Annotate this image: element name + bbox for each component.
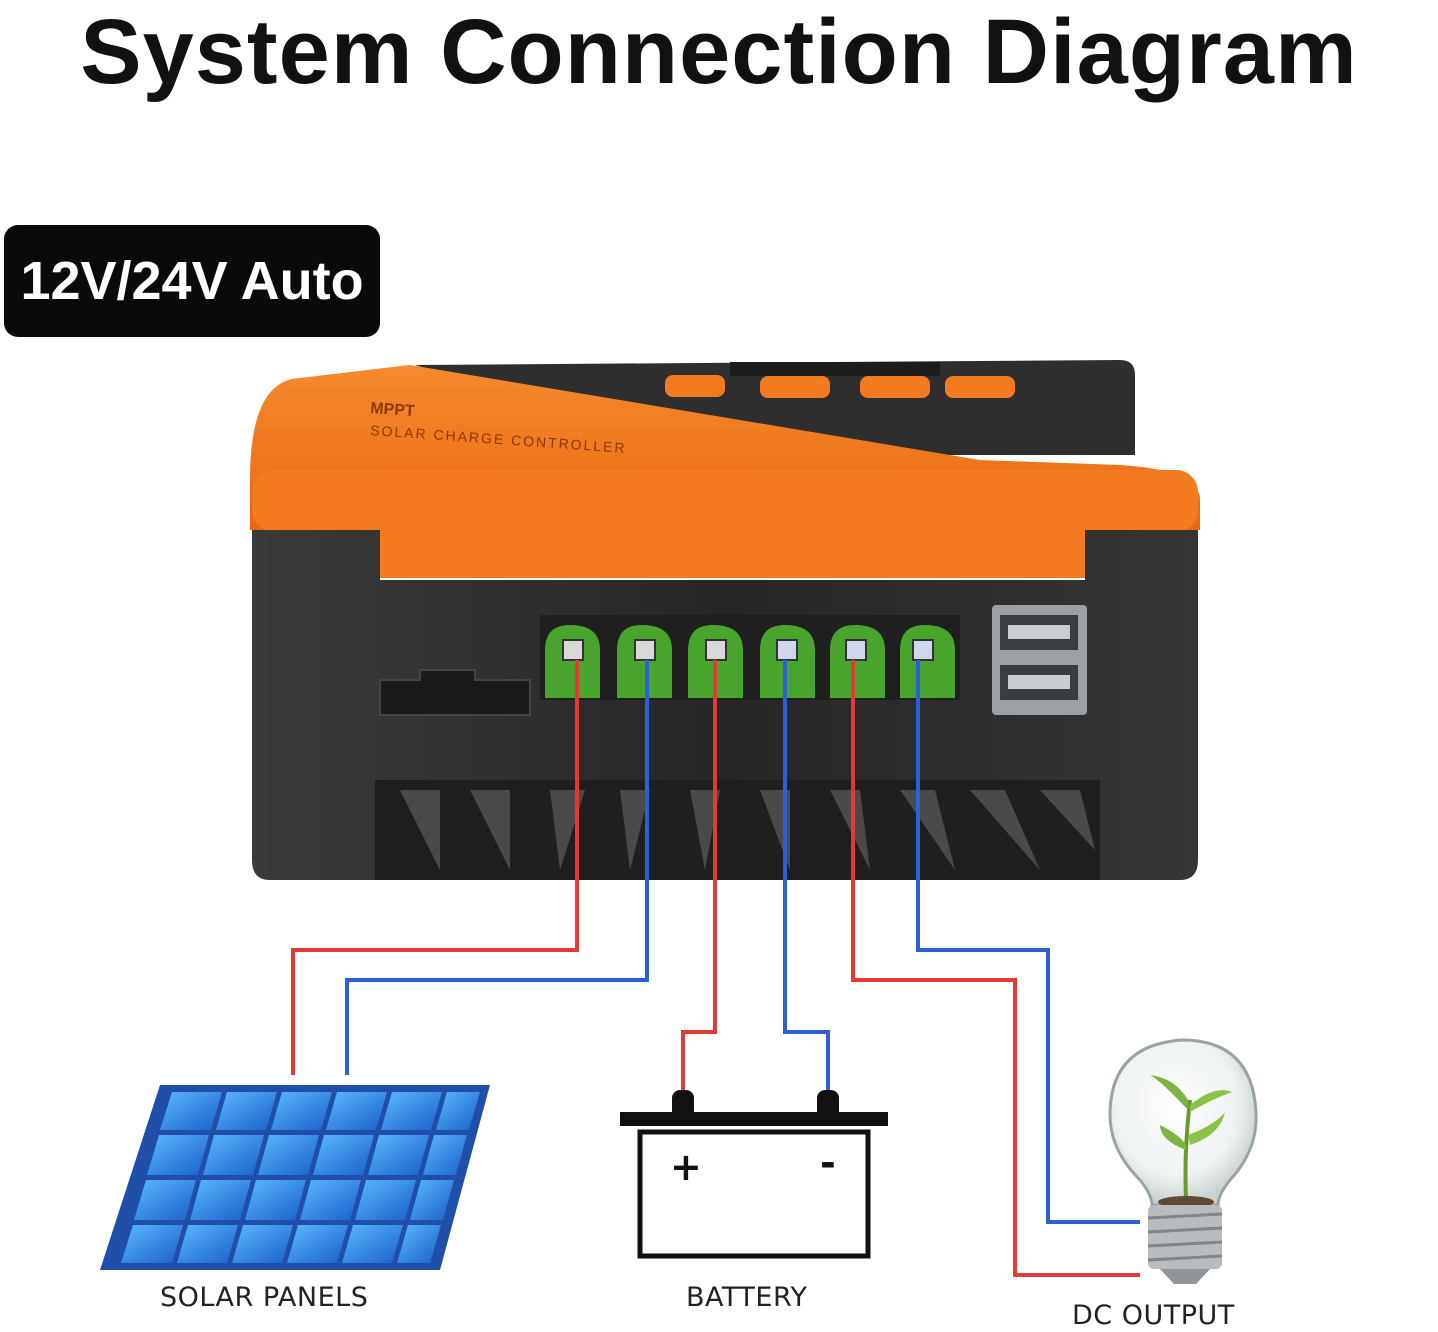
button-3 — [860, 376, 930, 398]
wires — [291, 660, 1140, 1277]
button-1 — [665, 375, 725, 397]
display-window — [730, 362, 940, 376]
terminal-4 — [760, 625, 815, 698]
label-battery: BATTERY — [686, 1282, 808, 1313]
solar-cells — [121, 1092, 480, 1263]
terminal-1 — [545, 625, 600, 698]
wire-solar-negative — [345, 660, 649, 1075]
bulb-base — [1148, 1205, 1222, 1269]
usb-ports[interactable] — [992, 605, 1087, 715]
diagram-title: System Connection Diagram — [80, 1, 1358, 103]
label-dc-output: DC OUTPUT — [1072, 1300, 1235, 1331]
wire-battery-negative — [783, 660, 830, 1090]
battery-body — [637, 1129, 871, 1259]
button-4 — [945, 376, 1015, 398]
wire-load-negative — [916, 660, 1140, 1224]
battery-minus-sign: - — [820, 1141, 836, 1185]
light-bulb-icon — [1108, 1038, 1258, 1284]
battery-icon: + - — [620, 1090, 888, 1259]
brand-text: MPPT — [370, 400, 416, 420]
voltage-badge: 12V/24V Auto — [4, 225, 380, 337]
label-solar-panels: SOLAR PANELS — [160, 1282, 369, 1313]
heatsink — [375, 780, 1100, 880]
side-port — [379, 669, 531, 716]
wire-solar-positive — [291, 660, 579, 1075]
terminal-6 — [900, 625, 955, 698]
terminal-5 — [830, 625, 885, 698]
terminal-2 — [617, 625, 672, 698]
battery-top — [620, 1112, 888, 1126]
wire-load-positive — [851, 660, 1140, 1277]
solar-panel-icon — [100, 1085, 490, 1270]
battery-plus-sign: + — [670, 1145, 702, 1189]
button-2 — [760, 376, 830, 398]
wire-battery-positive — [681, 660, 717, 1090]
controller-orange-lip — [252, 470, 1198, 532]
